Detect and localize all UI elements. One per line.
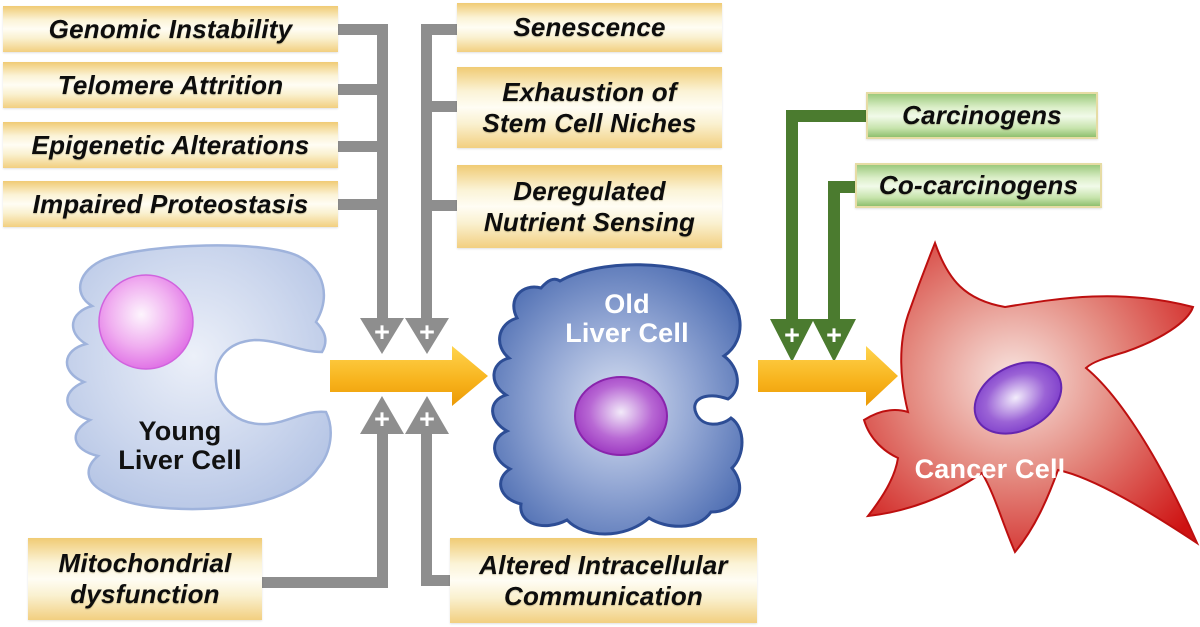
plus-icon: + bbox=[419, 317, 435, 347]
old-liver-cell-shape bbox=[491, 263, 744, 536]
green-carcinogen-connectors bbox=[770, 110, 868, 362]
hallmark-box-mitochondrial-dysfunction: Mitochondrial dysfunction bbox=[28, 538, 262, 620]
hallmark-label: Senescence bbox=[513, 12, 666, 43]
plus-icon: + bbox=[374, 404, 390, 434]
plus-icon: + bbox=[826, 320, 842, 350]
cancer-cell-label: Cancer Cell bbox=[914, 454, 1066, 484]
hallmark-box-impaired-proteostasis: Impaired Proteostasis bbox=[3, 181, 338, 227]
hallmark-label: Exhaustion of Stem Cell Niches bbox=[482, 76, 697, 138]
young-liver-cell-shape bbox=[65, 244, 332, 511]
old-liver-cell-label: Old Liver Cell bbox=[565, 289, 689, 349]
hallmark-label: Impaired Proteostasis bbox=[32, 188, 309, 219]
transformation-arrow bbox=[758, 346, 898, 406]
cancer-cell-nucleus bbox=[973, 361, 1063, 435]
hallmark-label: Mitochondrial dysfunction bbox=[58, 548, 232, 609]
hallmark-box-deregulated-nutrient-sensing: Deregulated Nutrient Sensing bbox=[457, 165, 722, 248]
cancer-cell-shape bbox=[862, 240, 1200, 554]
hallmark-box-telomere-attrition: Telomere Attrition bbox=[3, 62, 338, 108]
gray-hallmark-connectors bbox=[262, 24, 461, 588]
plus-icon: + bbox=[374, 317, 390, 347]
young-cell-nucleus bbox=[98, 274, 194, 370]
hallmark-box-stem-cell-exhaustion: Exhaustion of Stem Cell Niches bbox=[457, 67, 722, 148]
gray-down-arrow-icon bbox=[405, 318, 449, 354]
green-down-arrow-icon bbox=[812, 319, 856, 362]
carcinogen-label: Carcinogens bbox=[902, 100, 1062, 131]
plus-icon: + bbox=[784, 320, 800, 350]
gray-up-arrow-icon bbox=[360, 396, 404, 434]
carcinogen-label: Co-carcinogens bbox=[878, 170, 1079, 201]
plus-icon: + bbox=[419, 404, 435, 434]
gray-down-arrow-icon bbox=[360, 318, 404, 354]
hallmark-label: Epigenetic Alterations bbox=[31, 129, 310, 160]
hallmark-label: Altered Intracellular Communication bbox=[479, 549, 728, 611]
old-cell-nucleus bbox=[574, 376, 668, 456]
hallmark-label: Telomere Attrition bbox=[57, 69, 284, 100]
hallmark-box-senescence: Senescence bbox=[457, 3, 722, 52]
hallmark-label: Deregulated Nutrient Sensing bbox=[483, 175, 696, 237]
young-liver-cell-label: Young Liver Cell bbox=[118, 416, 242, 476]
green-down-arrow-icon bbox=[770, 319, 814, 362]
hallmark-box-genomic-instability: Genomic Instability bbox=[3, 6, 338, 52]
hallmark-box-altered-intracellular-communication: Altered Intracellular Communication bbox=[450, 538, 757, 623]
carcinogens-box: Carcinogens bbox=[866, 92, 1098, 139]
aging-transition-arrow bbox=[330, 346, 488, 406]
hallmark-label: Genomic Instability bbox=[48, 13, 293, 44]
co-carcinogens-box: Co-carcinogens bbox=[855, 163, 1102, 208]
gray-up-arrow-icon bbox=[405, 396, 449, 434]
hallmark-box-epigenetic-alterations: Epigenetic Alterations bbox=[3, 122, 338, 168]
